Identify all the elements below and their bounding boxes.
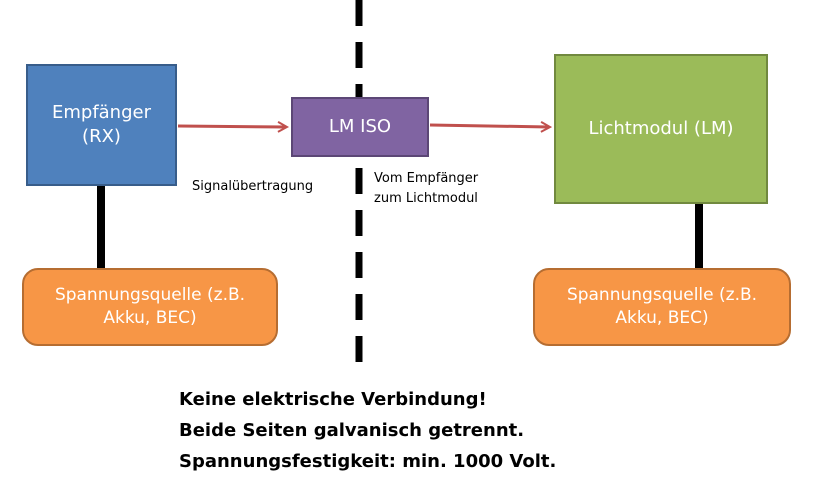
receiver-label: Empfänger	[51, 101, 151, 123]
notice-line-3: Spannungsfestigkeit: min. 1000 Volt.	[179, 451, 557, 472]
power-source-left-line1: Spannungsquelle (z.B.	[54, 285, 246, 306]
isolator-box: LM ISO	[291, 97, 429, 157]
light-module-box: Lichtmodul (LM)	[554, 54, 768, 204]
arrow-receiver-to-iso	[177, 126, 286, 127]
arrow-iso-to-lightmodule	[429, 125, 549, 127]
power-source-left-line2: Akku, BEC)	[103, 308, 197, 328]
receiver-sublabel: (RX)	[82, 126, 121, 147]
power-connector-left	[97, 186, 105, 268]
direction-label: Vom Empfänger zum Lichtmodul	[374, 169, 478, 208]
receiver-box: Empfänger (RX)	[26, 64, 177, 186]
signal-transmission-label: Signalübertragung	[192, 179, 314, 194]
notice-line-2: Beide Seiten galvanisch getrennt.	[179, 420, 525, 441]
isolation-notice: Keine elektrische Verbindung! Beide Seit…	[179, 384, 556, 477]
power-source-left-box: Spannungsquelle (z.B. Akku, BEC)	[22, 268, 278, 346]
notice-line-1: Keine elektrische Verbindung!	[179, 389, 487, 410]
power-connector-right	[695, 204, 703, 268]
power-source-right-line2: Akku, BEC)	[615, 308, 709, 328]
power-source-right-line1: Spannungsquelle (z.B.	[566, 285, 758, 306]
direction-label-line1: Vom Empfänger	[374, 171, 479, 186]
light-module-label: Lichtmodul (LM)	[588, 117, 734, 139]
isolator-label: LM ISO	[328, 115, 392, 137]
direction-label-line2: zum Lichtmodul	[374, 190, 478, 206]
power-source-right-box: Spannungsquelle (z.B. Akku, BEC)	[533, 268, 791, 346]
